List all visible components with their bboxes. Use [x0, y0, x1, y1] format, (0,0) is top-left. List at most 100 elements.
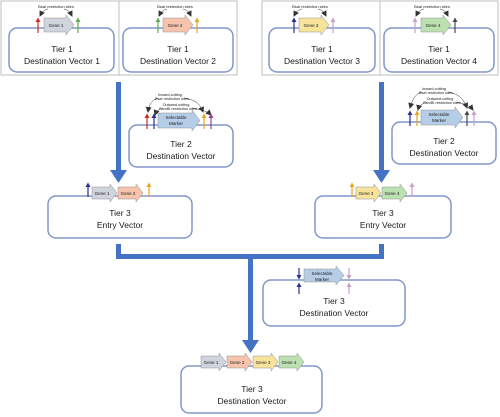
gene-3-label: Gene 3 [359, 191, 374, 196]
inward-cutting-label: Inward-cutting [422, 87, 446, 91]
vector-name: Destination Vector 3 [284, 56, 360, 66]
callout-line [416, 101, 427, 111]
outward-cutting-label: Outward-cutting [163, 103, 190, 107]
gene-1-arrow [91, 183, 118, 203]
tier-label: Tier 1 [428, 44, 450, 54]
gene-4-arrow [381, 183, 408, 203]
selectable-marker-arrow [303, 265, 345, 286]
gene-2-label: Gene 2 [230, 360, 245, 365]
gene-1-label: Gene 1 [204, 360, 219, 365]
callout-line [153, 107, 163, 116]
vector-name: Destination Vector 1 [24, 56, 100, 66]
flow-arrowhead [373, 170, 390, 183]
gene-4-arrow [420, 14, 452, 36]
flow-arrowhead [110, 170, 127, 183]
tier-label: Tier 3 [241, 384, 263, 394]
gene-1-arrow [43, 14, 75, 36]
tier-label: Tier 1 [51, 44, 73, 54]
tier2-vector-left: Inward-cutting BsaI restriction sites Ou… [128, 93, 234, 168]
site-arrowhead [85, 182, 91, 187]
flow-arrow-left [116, 82, 121, 172]
gene-3-label: Gene 3 [256, 360, 271, 365]
tier-label: Tier 3 [109, 208, 131, 218]
gene-1-label: Gene 1 [95, 191, 110, 196]
bsai-label: BsaI restriction sites [157, 4, 193, 9]
bsai-inward-label: BsaI restriction sites [155, 97, 189, 101]
marker-label-line1: Selectable [311, 271, 333, 276]
tier-label: Tier 2 [170, 139, 192, 149]
site-arrowhead [291, 17, 297, 22]
site-arrowhead [452, 17, 458, 22]
tier1-vector-1: BsaI restriction sites Gene 1 Tier 1 Des… [8, 4, 115, 73]
site-arrowhead [471, 110, 477, 115]
vector-name: Destination Vector 4 [401, 56, 477, 66]
bsmbi-label: BsmBI restriction sites [423, 101, 461, 105]
callout-line [447, 91, 469, 109]
gene-3-arrow [355, 183, 382, 203]
flow-merge-left [116, 244, 121, 258]
gene-4-arrow [278, 352, 305, 372]
tier-label: Tier 1 [311, 44, 333, 54]
site-arrowhead [330, 17, 336, 22]
site-arrowhead [194, 17, 200, 22]
gene-2-label: Gene 2 [168, 23, 183, 28]
vector-box [180, 365, 323, 414]
site-arrowhead [155, 17, 161, 22]
bsai-label: BsaI restriction sites [414, 4, 450, 9]
gene-1-label: Gene 1 [49, 23, 64, 28]
site-arrowhead [146, 182, 152, 187]
vector-name: Entry Vector [360, 220, 406, 230]
site-arrowhead [151, 113, 157, 118]
tier3-destination-vector-final: Gene 1 Gene 2 Gene 3 Gene 4 Tier 3 Desti… [180, 352, 323, 414]
tier-label: Tier 1 [167, 44, 189, 54]
tier-label: Tier 3 [323, 296, 345, 306]
tier-label: Tier 2 [433, 136, 455, 146]
gene-2-arrow [162, 14, 194, 36]
site-arrowhead [144, 113, 150, 118]
vector-name: Destination Vector 2 [140, 56, 216, 66]
callout-line [293, 8, 303, 17]
flow-merge-right [379, 244, 384, 258]
gene-4-label: Gene 4 [426, 23, 441, 28]
site-arrowhead [414, 110, 420, 115]
gene-3-arrow [298, 14, 330, 36]
gene-2-arrow [226, 352, 253, 372]
marker-label-line1: Selectable [165, 115, 187, 120]
bsai-label: BsaI restriction sites [38, 4, 74, 9]
bsai-label: BsaI restriction sites [292, 4, 328, 9]
site-arrowhead [75, 17, 81, 22]
site-arrowhead [349, 182, 355, 187]
callout-line [439, 8, 449, 17]
flow-arrowhead [242, 340, 259, 353]
site-arrowhead [346, 275, 352, 280]
site-arrowhead [464, 110, 470, 115]
gene-4-label: Gene 4 [385, 191, 400, 196]
callout-line [145, 97, 159, 113]
flow-arrow-right [379, 82, 384, 172]
site-arrowhead [296, 282, 302, 287]
flow-arrow-down [248, 254, 253, 342]
callout-line [158, 8, 168, 17]
site-arrowhead [35, 17, 41, 22]
callout-line [408, 91, 423, 109]
gene-1-arrow [200, 352, 227, 372]
tier3-entry-vector-left: Gene 1 Gene 2 Tier 3 Entry Vector [47, 182, 193, 239]
bsai-inward-label: BsaI restriction sites [419, 91, 453, 95]
site-arrowhead [296, 275, 302, 280]
callout-line [182, 8, 192, 17]
vector-name: Destination Vector [410, 148, 479, 158]
gene-3-label: Gene 3 [304, 23, 319, 28]
tier3-entry-vector-right: Gene 3 Gene 4 Tier 3 Entry Vector [314, 182, 452, 239]
site-arrowhead [412, 17, 418, 22]
inward-cutting-label: Inward-cutting [158, 93, 182, 97]
site-arrowhead [208, 113, 214, 118]
site-arrowhead [346, 282, 352, 287]
marker-label-line2: Marker [315, 277, 330, 282]
callout-line [317, 8, 327, 17]
marker-label-line2: Marker [169, 121, 184, 126]
site-arrowhead [409, 182, 415, 187]
site-arrowhead [201, 113, 207, 118]
vector-name: Destination Vector [218, 396, 287, 406]
gene-4-label: Gene 4 [282, 360, 297, 365]
